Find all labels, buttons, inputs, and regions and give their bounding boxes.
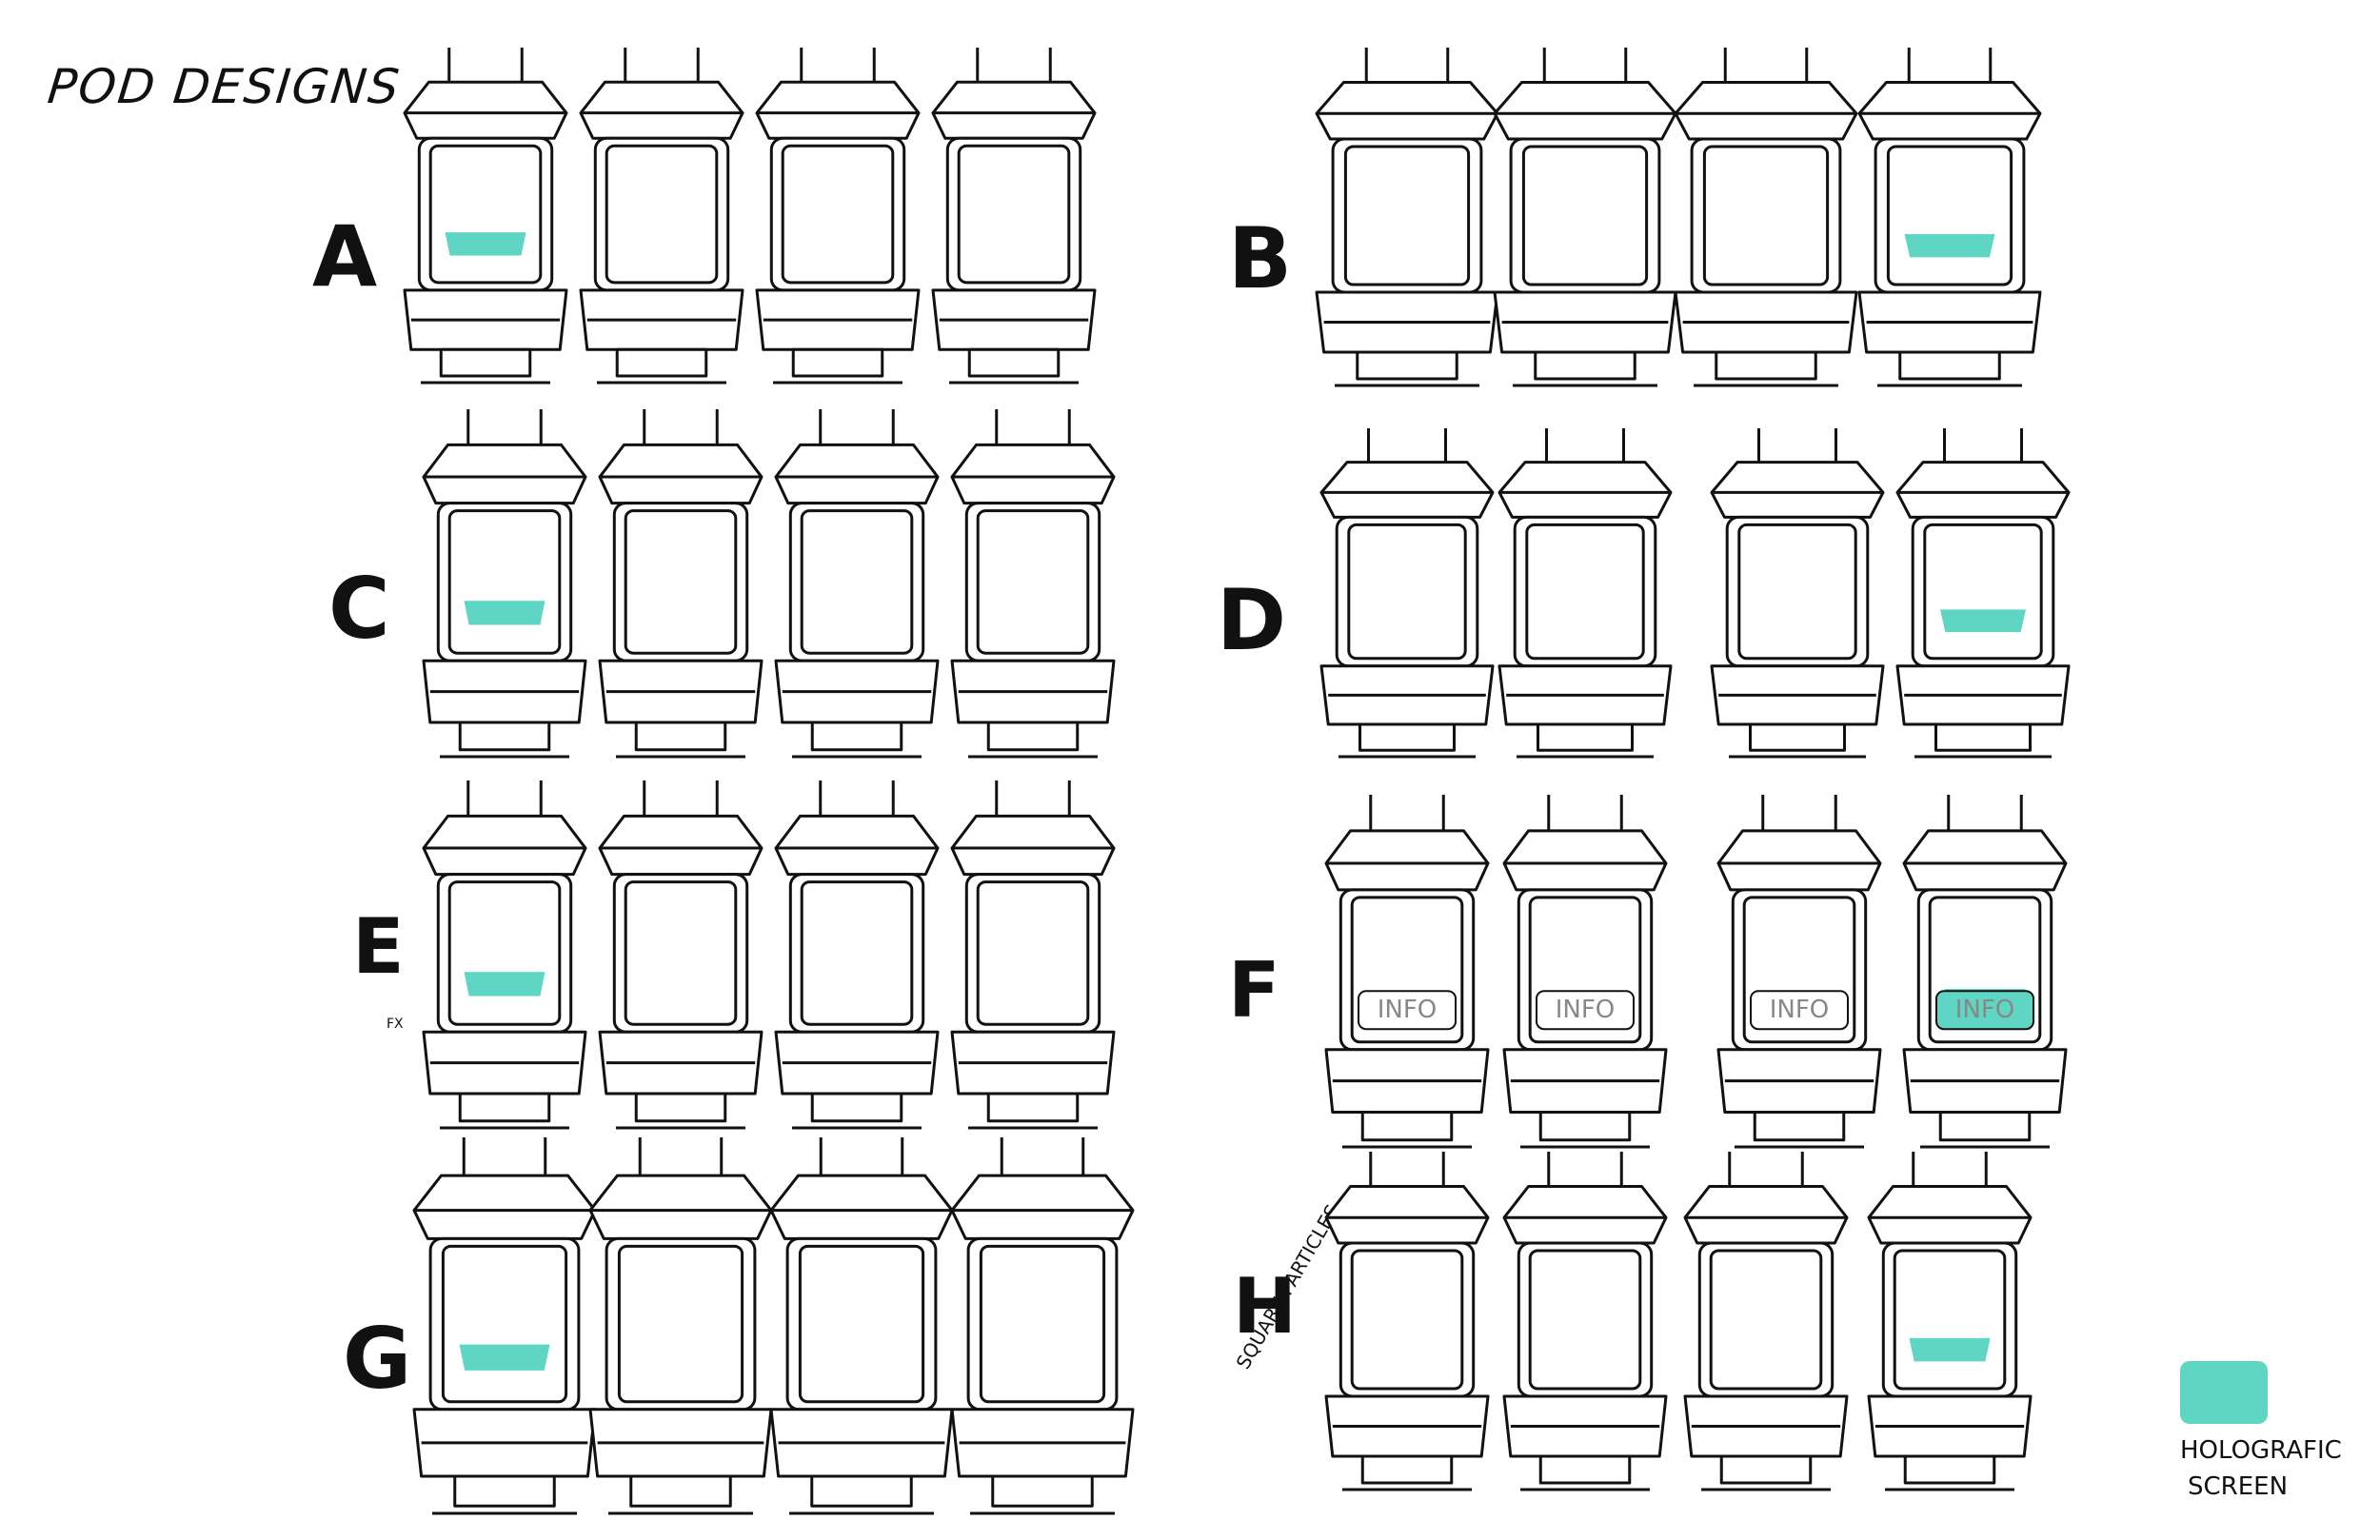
pod-grid: INFO INFO INFO INFO <box>403 48 2071 1515</box>
pod-row-b-2 <box>1493 48 1677 387</box>
legend-line-1: HOLOGRAFIC <box>2180 1436 2342 1465</box>
pod-info-text: INFO <box>1378 996 1438 1024</box>
pod-info-text: INFO <box>1955 996 2015 1024</box>
holographic-screen <box>464 972 545 997</box>
pod-row-g-2 <box>588 1137 773 1515</box>
row-letter-b: B <box>1228 209 1292 307</box>
holographic-screen <box>1909 1337 1991 1362</box>
note-fx: FX <box>387 1017 404 1032</box>
pod-row-d-1 <box>1319 428 1495 759</box>
sheet-title: POD DESIGNS <box>45 58 403 114</box>
pod-row-b-1 <box>1315 48 1499 387</box>
pod-row-g-3 <box>769 1137 954 1515</box>
pod-row-f-3: INFO <box>1716 795 1882 1149</box>
pod-row-h-2 <box>1502 1152 1668 1491</box>
row-letter-e: E <box>352 902 405 991</box>
holographic-screen <box>459 1344 550 1371</box>
pod-row-a-4 <box>931 48 1097 385</box>
pod-row-c-2 <box>598 409 764 759</box>
holographic-screen <box>464 601 545 625</box>
row-letter-a: A <box>312 207 377 306</box>
pod-row-e-4 <box>950 780 1116 1130</box>
pod-row-g-1 <box>412 1137 597 1515</box>
pod-row-a-3 <box>755 48 921 385</box>
row-letter-g: G <box>343 1310 411 1408</box>
holographic-screen <box>1904 233 1995 258</box>
legend-swatch <box>2180 1361 2268 1424</box>
pod-row-a-1 <box>403 48 568 385</box>
row-letter-f: F <box>1228 946 1280 1035</box>
pod-row-a-2 <box>579 48 744 385</box>
pod-row-e-3 <box>774 780 940 1130</box>
legend-line-2: SCREEN <box>2188 1472 2288 1501</box>
pod-row-d-4 <box>1895 428 2071 759</box>
pod-row-c-4 <box>950 409 1116 759</box>
pod-row-b-4 <box>1857 48 2042 387</box>
row-letter-c: C <box>328 560 390 658</box>
row-letter-d: D <box>1217 571 1286 669</box>
pod-row-f-2: INFO <box>1502 795 1668 1149</box>
pod-row-b-3 <box>1674 48 1858 387</box>
holographic-screen <box>1940 609 2026 633</box>
pod-row-e-1 <box>422 780 587 1130</box>
pod-row-h-1 <box>1324 1152 1490 1491</box>
pod-row-d-2 <box>1497 428 1673 759</box>
row-letter-h: H <box>1233 1262 1297 1351</box>
pod-row-c-1 <box>422 409 587 759</box>
pod-row-c-3 <box>774 409 940 759</box>
pod-row-f-1: INFO <box>1324 795 1490 1149</box>
pod-row-h-4 <box>1867 1152 2033 1491</box>
pod-row-d-3 <box>1710 428 1885 759</box>
pod-row-f-4: INFO <box>1902 795 2068 1149</box>
holographic-screen <box>445 232 526 256</box>
pod-info-text: INFO <box>1770 996 1830 1024</box>
pod-row-h-3 <box>1683 1152 1849 1491</box>
pod-row-g-4 <box>950 1137 1135 1515</box>
pod-row-e-2 <box>598 780 764 1130</box>
pod-info-text: INFO <box>1556 996 1616 1024</box>
